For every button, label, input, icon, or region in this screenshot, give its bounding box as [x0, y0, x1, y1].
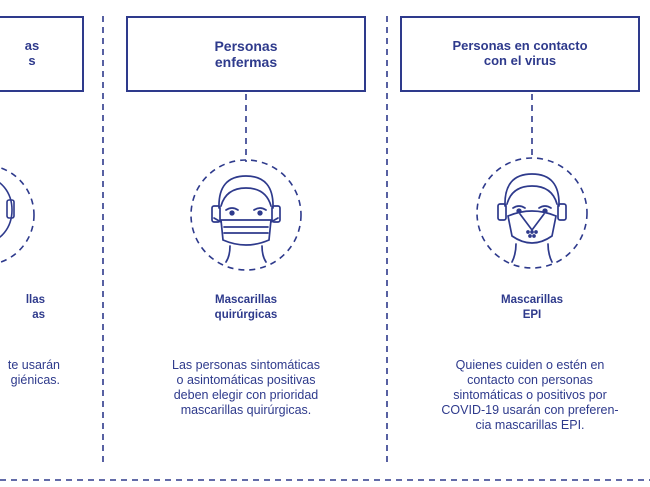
- sick-people-header: Personas enfermas: [126, 16, 366, 92]
- sick-people-title: Personas enfermas: [214, 37, 278, 70]
- dashed-circle-right: [476, 157, 588, 269]
- surgical-mask-description: Las personas sintomáticas o asintomática…: [172, 358, 320, 417]
- left-description: te usarán giénicas.: [7, 358, 60, 387]
- contact-people-header: Personas en contacto con el virus: [400, 16, 640, 92]
- left-mask-label: llas as: [25, 294, 45, 321]
- surgical-mask-label: Mascarillas quirúrgicas: [214, 294, 278, 321]
- face-cloth-mask-icon: [0, 182, 15, 238]
- dashed-circle-middle: [190, 159, 302, 271]
- dashed-circle-left: [0, 166, 35, 264]
- epi-mask-description: Quienes cuiden o estén en contacto con p…: [441, 358, 619, 432]
- epi-mask-label: Mascarillas EPI: [500, 294, 563, 321]
- contact-people-title: Personas en contacto con el virus: [452, 38, 588, 68]
- left-column-title: as s: [24, 38, 40, 68]
- face-surgical-mask-icon: [211, 175, 281, 263]
- face-ffp-mask-icon: [497, 173, 567, 263]
- left-column-header: as s: [0, 16, 84, 92]
